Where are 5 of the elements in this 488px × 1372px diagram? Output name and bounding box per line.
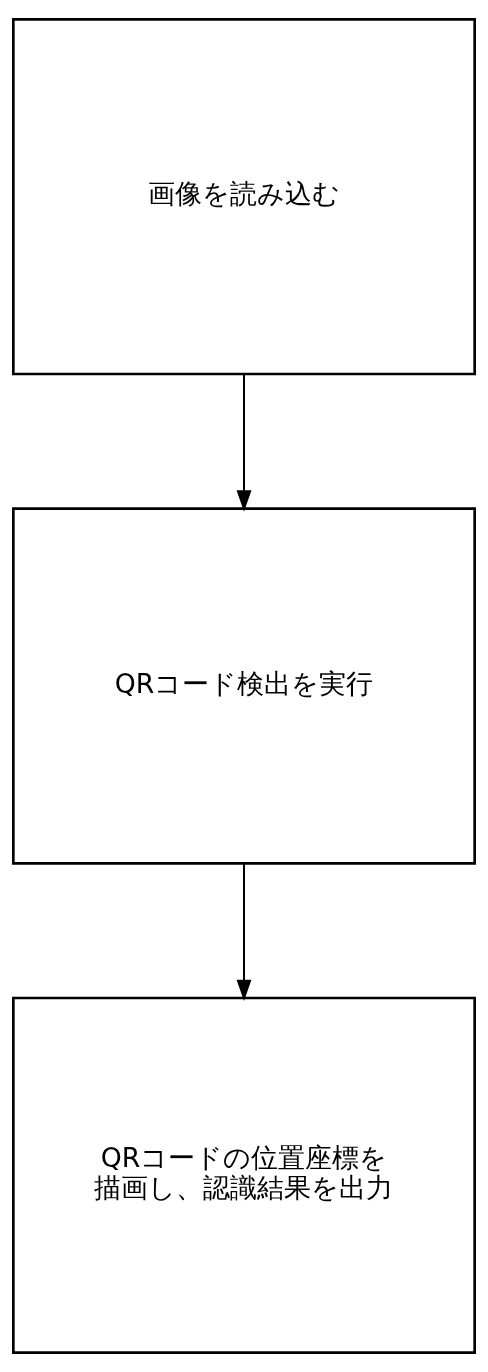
node-box: 画像を読み込む: [12, 18, 476, 376]
arrow: [236, 862, 252, 1001]
node-box: QRコードの位置座標を描画し、認識結果を出力: [12, 996, 476, 1354]
arrow: [236, 373, 252, 512]
node-box: QRコード検出を実行: [12, 507, 476, 865]
